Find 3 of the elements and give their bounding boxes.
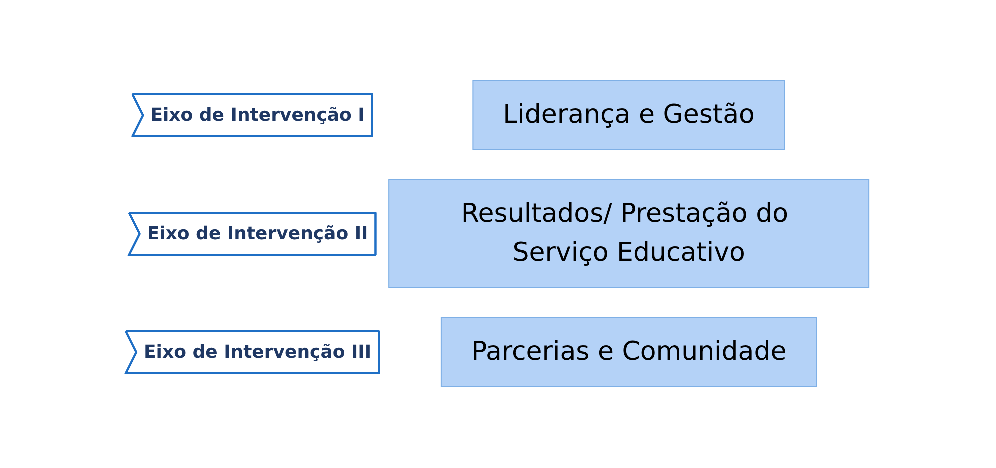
node-box: Resultados/ Prestação do Serviço Educativo bbox=[389, 180, 870, 288]
node-box: Liderança e Gestão bbox=[473, 80, 786, 150]
node-box: Parcerias e Comunidade bbox=[441, 318, 818, 388]
